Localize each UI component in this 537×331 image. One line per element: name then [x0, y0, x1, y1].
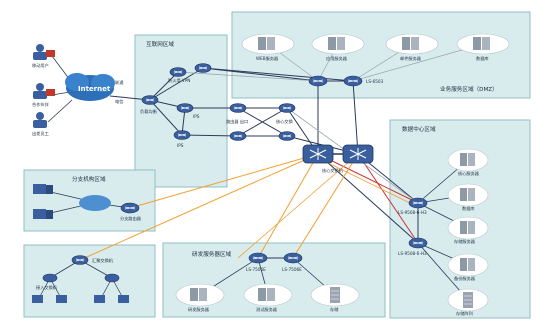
node-label-fw: 防火墙 VPN — [168, 77, 190, 84]
storage-icon — [447, 288, 489, 312]
pc-icon — [118, 295, 129, 303]
node-label-ips1: IPS — [193, 114, 200, 119]
switch-icon — [278, 131, 296, 141]
pc-icon — [32, 295, 43, 303]
user-label-0: 移动用户 — [32, 62, 49, 69]
server-icon — [447, 253, 489, 277]
server-label-d1: 数据库 — [462, 205, 475, 212]
router-icon — [141, 95, 159, 105]
switch-icon — [104, 273, 120, 283]
switch-icon — [408, 237, 428, 249]
ips-icon — [176, 103, 194, 113]
pc-icon — [94, 295, 105, 303]
user-label-2: 出差员工 — [32, 130, 49, 137]
pc-icon — [33, 209, 53, 219]
branch-cloud — [79, 195, 111, 211]
server-label-r2: 存储 — [330, 306, 338, 313]
server-label-b1: 应用服务器 — [326, 55, 348, 62]
server-label-r1: 测试服务器 — [256, 306, 278, 313]
server-label-d0: 核心服务器 — [458, 170, 480, 177]
server-icon — [385, 33, 439, 55]
switch-icon — [283, 252, 303, 264]
zone-label-business: 业务服务区域（DMZ） — [440, 85, 498, 93]
zone-label-rnd: 研发服务器区域 — [192, 250, 232, 258]
node-label-office-agg: 汇聚交换机 — [92, 257, 114, 264]
firewall-icon — [169, 67, 187, 77]
server-icon — [311, 33, 365, 55]
internet-cloud: Internet — [65, 73, 115, 101]
firewall-icon — [194, 63, 212, 73]
server-icon — [447, 216, 489, 240]
ips-icon — [173, 130, 191, 140]
branch-devices: 分支路由器 — [33, 184, 142, 222]
user-traveler: 出差员工 — [32, 112, 49, 137]
core-switches: 核心交换机 — [302, 144, 374, 174]
line-label-0: 联通 — [115, 79, 124, 86]
zone-business — [231, 11, 531, 99]
switch-icon — [71, 255, 89, 265]
switch-icon — [278, 103, 296, 113]
node-label-dc1: LS-9508-6-H3 — [398, 251, 427, 256]
switch-icon — [229, 131, 247, 141]
user-label-1: 合作伙伴 — [32, 101, 50, 108]
storage-icon — [310, 283, 360, 307]
switch-icon — [248, 252, 268, 264]
server-icon — [456, 33, 510, 55]
router-icon — [120, 202, 140, 214]
datacenter-devices: LS-9508-6-H3 LS-9508-6-H3 核心服务器 数据库 存储服务… — [398, 148, 489, 317]
business-switches: LS-6503 — [308, 75, 383, 87]
core-switch-icon — [342, 144, 374, 164]
zone-label-datacenter: 数据中心区域 — [402, 125, 436, 133]
server-label-d2: 存储服务器 — [454, 238, 476, 245]
core-switch-icon — [302, 144, 334, 164]
business-servers: WEB服务器 应用服务器 邮件服务器 数据库 — [241, 33, 510, 62]
node-label-ls6503: LS-6503 — [366, 79, 383, 84]
office-devices: 汇聚交换机 接入交换机 — [32, 255, 129, 303]
pc-icon — [33, 184, 53, 194]
server-icon — [175, 283, 225, 307]
server-label-b2: 邮件服务器 — [400, 55, 422, 62]
node-label-core: 核心交换机 — [322, 167, 344, 174]
server-icon — [447, 148, 489, 172]
external-devices: 防火墙 VPN 负载均衡 IPS IPS 路由器 出口 核心交换 — [140, 63, 296, 148]
line-label-1: 电信 — [115, 98, 123, 105]
zone-label-branch: 分支机构区域 — [72, 175, 106, 183]
node-label-rnd1: LS-7506E — [282, 267, 302, 272]
server-icon — [243, 283, 293, 307]
node-label-office-acc: 接入交换机 — [36, 284, 58, 291]
node-label-dc0: LS-9508-6-H3 — [398, 210, 427, 215]
node-label-lb: 负载均衡 — [140, 108, 157, 115]
node-label-branch: 分支路由器 — [120, 215, 142, 222]
pc-icon — [56, 295, 67, 303]
server-label-b3: 数据库 — [476, 55, 489, 62]
server-icon — [241, 33, 295, 55]
switch-icon — [229, 103, 247, 113]
server-icon — [447, 183, 489, 207]
internet-label: Internet — [78, 85, 111, 93]
node-label-exit: 路由器 出口 — [226, 118, 248, 125]
user-mobile: 移动用户 — [32, 44, 55, 69]
switch-icon — [343, 75, 363, 87]
server-label-d3: 备份服务器 — [454, 275, 476, 282]
node-label-rnd0: LS-7506E — [246, 267, 266, 272]
server-label-d4: 存储阵列 — [456, 310, 473, 317]
node-label-ips2: IPS — [177, 143, 184, 148]
rnd-devices: LS-7506E LS-7506E 研发服务器 测试服务器 存储 — [175, 252, 360, 313]
zone-label-external: 互联网区域 — [146, 40, 174, 48]
node-label-coresw: 核心交换 — [276, 118, 294, 125]
switch-icon — [408, 197, 428, 209]
switch-icon — [308, 75, 328, 87]
user-partner: 合作伙伴 — [32, 83, 55, 108]
switch-icon — [42, 273, 58, 283]
server-label-r0: 研发服务器 — [188, 306, 210, 313]
server-label-b0: WEB服务器 — [256, 55, 279, 62]
